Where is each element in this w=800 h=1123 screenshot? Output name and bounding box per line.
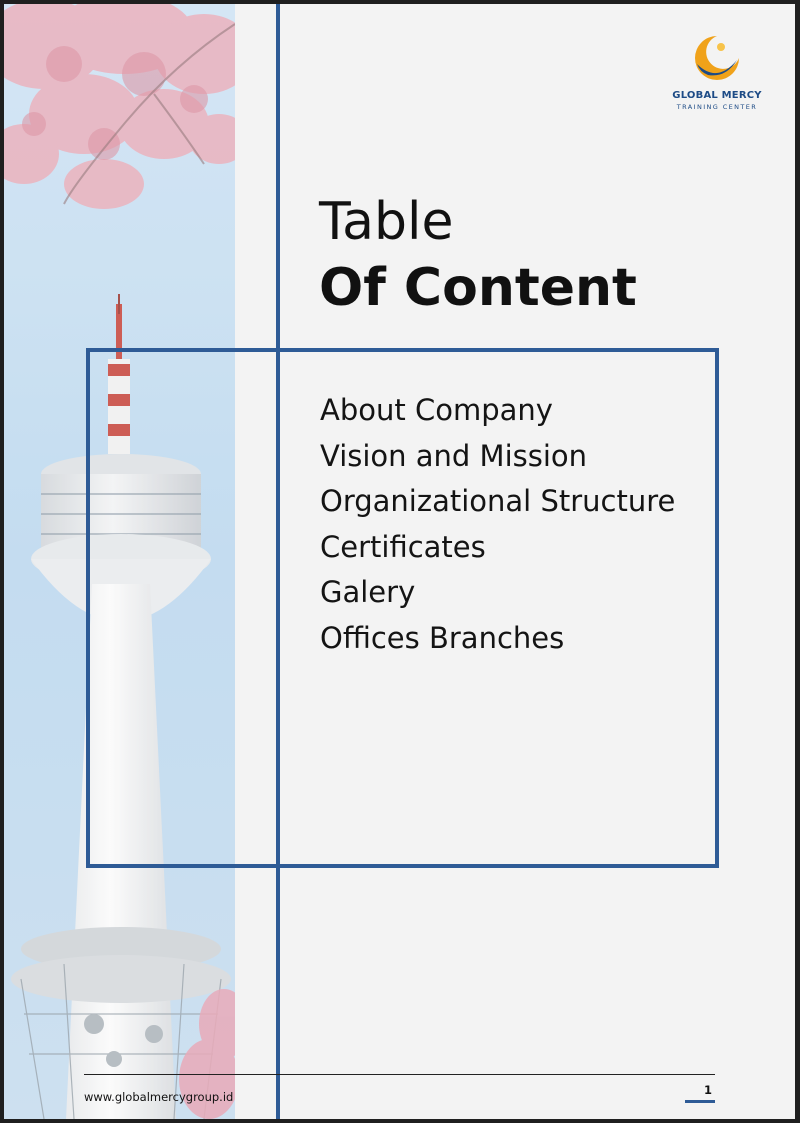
brand-tagline: TRAINING CENTER	[676, 103, 758, 111]
toc-item-galery[interactable]: Galery	[320, 575, 416, 610]
toc-item-certificates[interactable]: Certificates	[320, 529, 486, 564]
brand-name: GLOBAL MERCY	[672, 90, 762, 101]
toc-item-offices-branches[interactable]: Offices Branches	[320, 620, 565, 655]
company-logo: GLOBAL MERCY TRAINING CENTER	[664, 30, 770, 120]
toc-item-vision-mission[interactable]: Vision and Mission	[320, 438, 588, 473]
page-number-underline	[685, 1100, 715, 1103]
contents-frame	[86, 348, 719, 868]
page-title-line1: Table	[319, 192, 454, 252]
toc-item-about-company[interactable]: About Company	[320, 393, 553, 427]
document-page: GLOBAL MERCY TRAINING CENTER Table Of Co…	[4, 4, 795, 1119]
toc-item-organizational-structure[interactable]: Organizational Structure	[320, 484, 676, 519]
table-of-contents-list: About Company Vision and Mission Organiz…	[320, 388, 675, 662]
page-title-line2: Of Content	[319, 258, 637, 318]
crescent-logo-icon	[695, 36, 739, 80]
footer-website-link[interactable]: www.globalmercygroup.id	[84, 1090, 234, 1104]
footer-divider	[84, 1074, 715, 1075]
vertical-accent-line	[276, 4, 280, 1119]
page-number: 1	[704, 1083, 713, 1097]
tower-photo	[4, 4, 235, 1119]
